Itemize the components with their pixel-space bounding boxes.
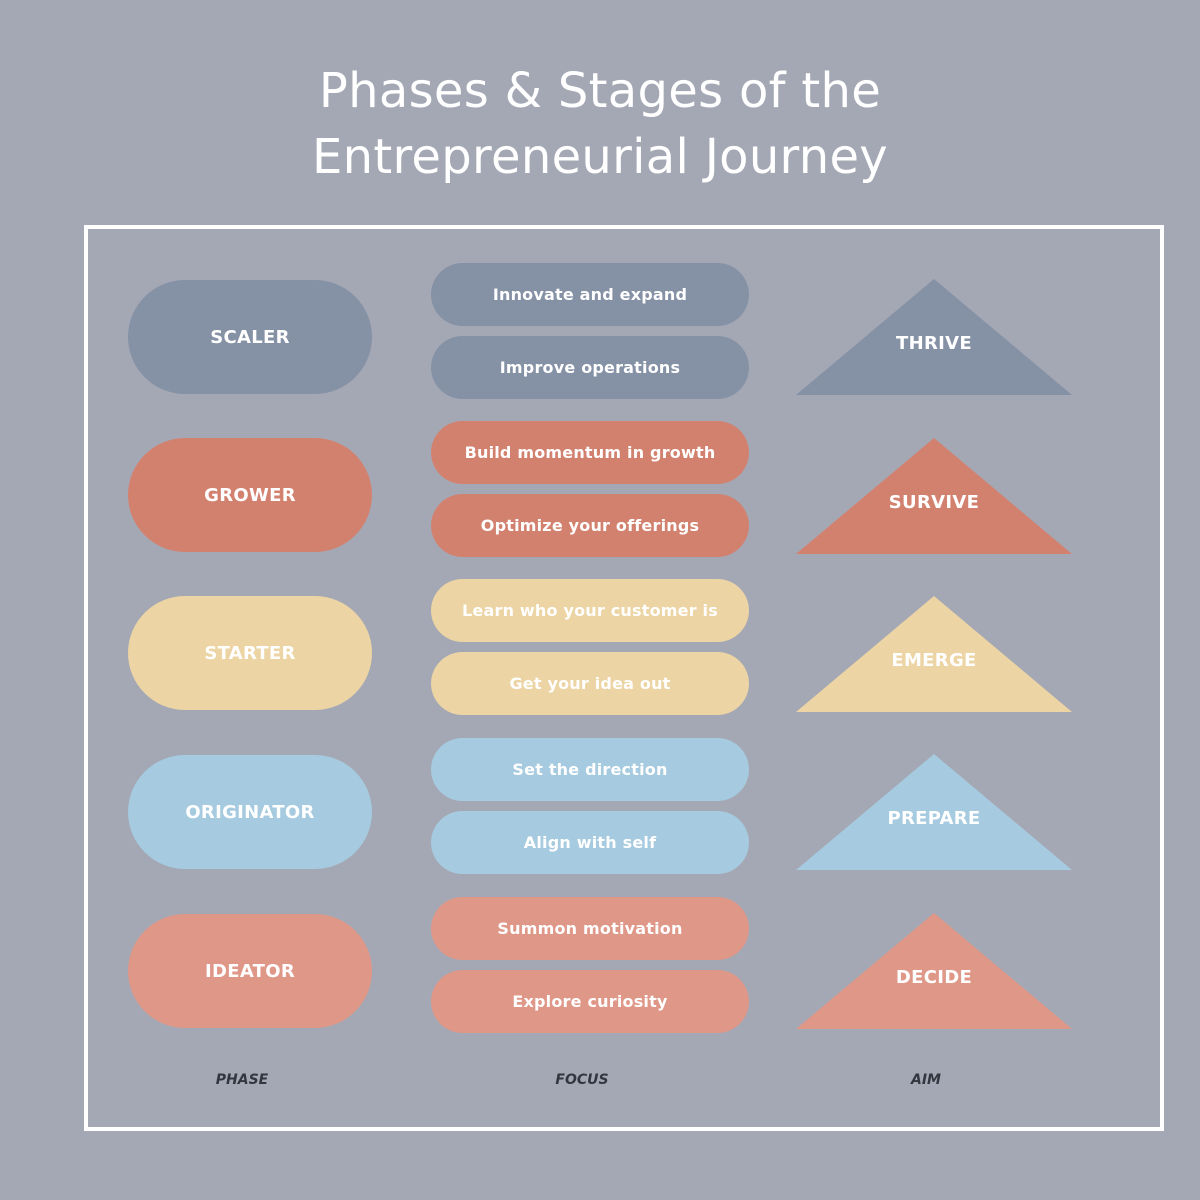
focus-label: Improve operations: [499, 358, 681, 377]
focus-label: Align with self: [523, 833, 657, 852]
column-label-focus: FOCUS: [555, 1072, 609, 1088]
triangle-shape: [796, 913, 1072, 1029]
focus-pill: Set the direction: [431, 738, 749, 801]
aim-triangle-emerge: EMERGE: [796, 596, 1072, 712]
focus-pill: Explore curiosity: [431, 970, 749, 1033]
focus-pill: Learn who your customer is: [431, 579, 749, 642]
phase-pill-originator: ORIGINATOR: [128, 755, 372, 869]
aim-label: THRIVE: [896, 333, 972, 354]
focus-label: Explore curiosity: [512, 992, 668, 1011]
focus-label: Build momentum in growth: [464, 443, 716, 462]
focus-label: Set the direction: [512, 760, 668, 779]
focus-pill: Align with self: [431, 811, 749, 874]
focus-pill: Improve operations: [431, 336, 749, 399]
focus-pill: Summon motivation: [431, 897, 749, 960]
phase-label: ORIGINATOR: [185, 801, 315, 823]
phase-pill-grower: GROWER: [128, 438, 372, 552]
aim-label: SURVIVE: [888, 492, 980, 513]
phase-label: STARTER: [204, 642, 296, 664]
focus-pill: Optimize your offerings: [431, 494, 749, 557]
focus-label: Learn who your customer is: [462, 601, 718, 620]
triangle-shape: [796, 754, 1072, 870]
aim-triangle-survive: SURVIVE: [796, 438, 1072, 554]
focus-pill: Get your idea out: [431, 652, 749, 715]
phase-pill-starter: STARTER: [128, 596, 372, 710]
phase-label: GROWER: [204, 484, 296, 506]
aim-triangle-decide: DECIDE: [796, 913, 1072, 1029]
focus-label: Summon motivation: [497, 919, 683, 938]
triangle-shape: [796, 279, 1072, 395]
focus-label: Optimize your offerings: [480, 516, 700, 535]
focus-pill: Build momentum in growth: [431, 421, 749, 484]
focus-label: Innovate and expand: [492, 285, 688, 304]
title-line-2: Entrepreneurial Journey: [311, 129, 888, 185]
aim-label: DECIDE: [895, 967, 973, 988]
page-title: Phases & Stages of the Entrepreneurial J…: [0, 58, 1200, 190]
triangle-shape: [796, 596, 1072, 712]
aim-label: EMERGE: [891, 650, 977, 671]
aim-triangle-prepare: PREPARE: [796, 754, 1072, 870]
title-line-1: Phases & Stages of the: [318, 63, 882, 119]
phase-pill-ideator: IDEATOR: [128, 914, 372, 1028]
column-label-aim: AIM: [911, 1072, 941, 1088]
diagram-frame: [84, 225, 1164, 1131]
phase-label: IDEATOR: [204, 960, 295, 982]
column-label-phase: PHASE: [215, 1072, 269, 1088]
phase-pill-scaler: SCALER: [128, 280, 372, 394]
triangle-shape: [796, 438, 1072, 554]
aim-label: PREPARE: [887, 808, 981, 829]
focus-pill: Innovate and expand: [431, 263, 749, 326]
aim-triangle-thrive: THRIVE: [796, 279, 1072, 395]
phase-label: SCALER: [210, 326, 290, 348]
focus-label: Get your idea out: [509, 674, 671, 693]
